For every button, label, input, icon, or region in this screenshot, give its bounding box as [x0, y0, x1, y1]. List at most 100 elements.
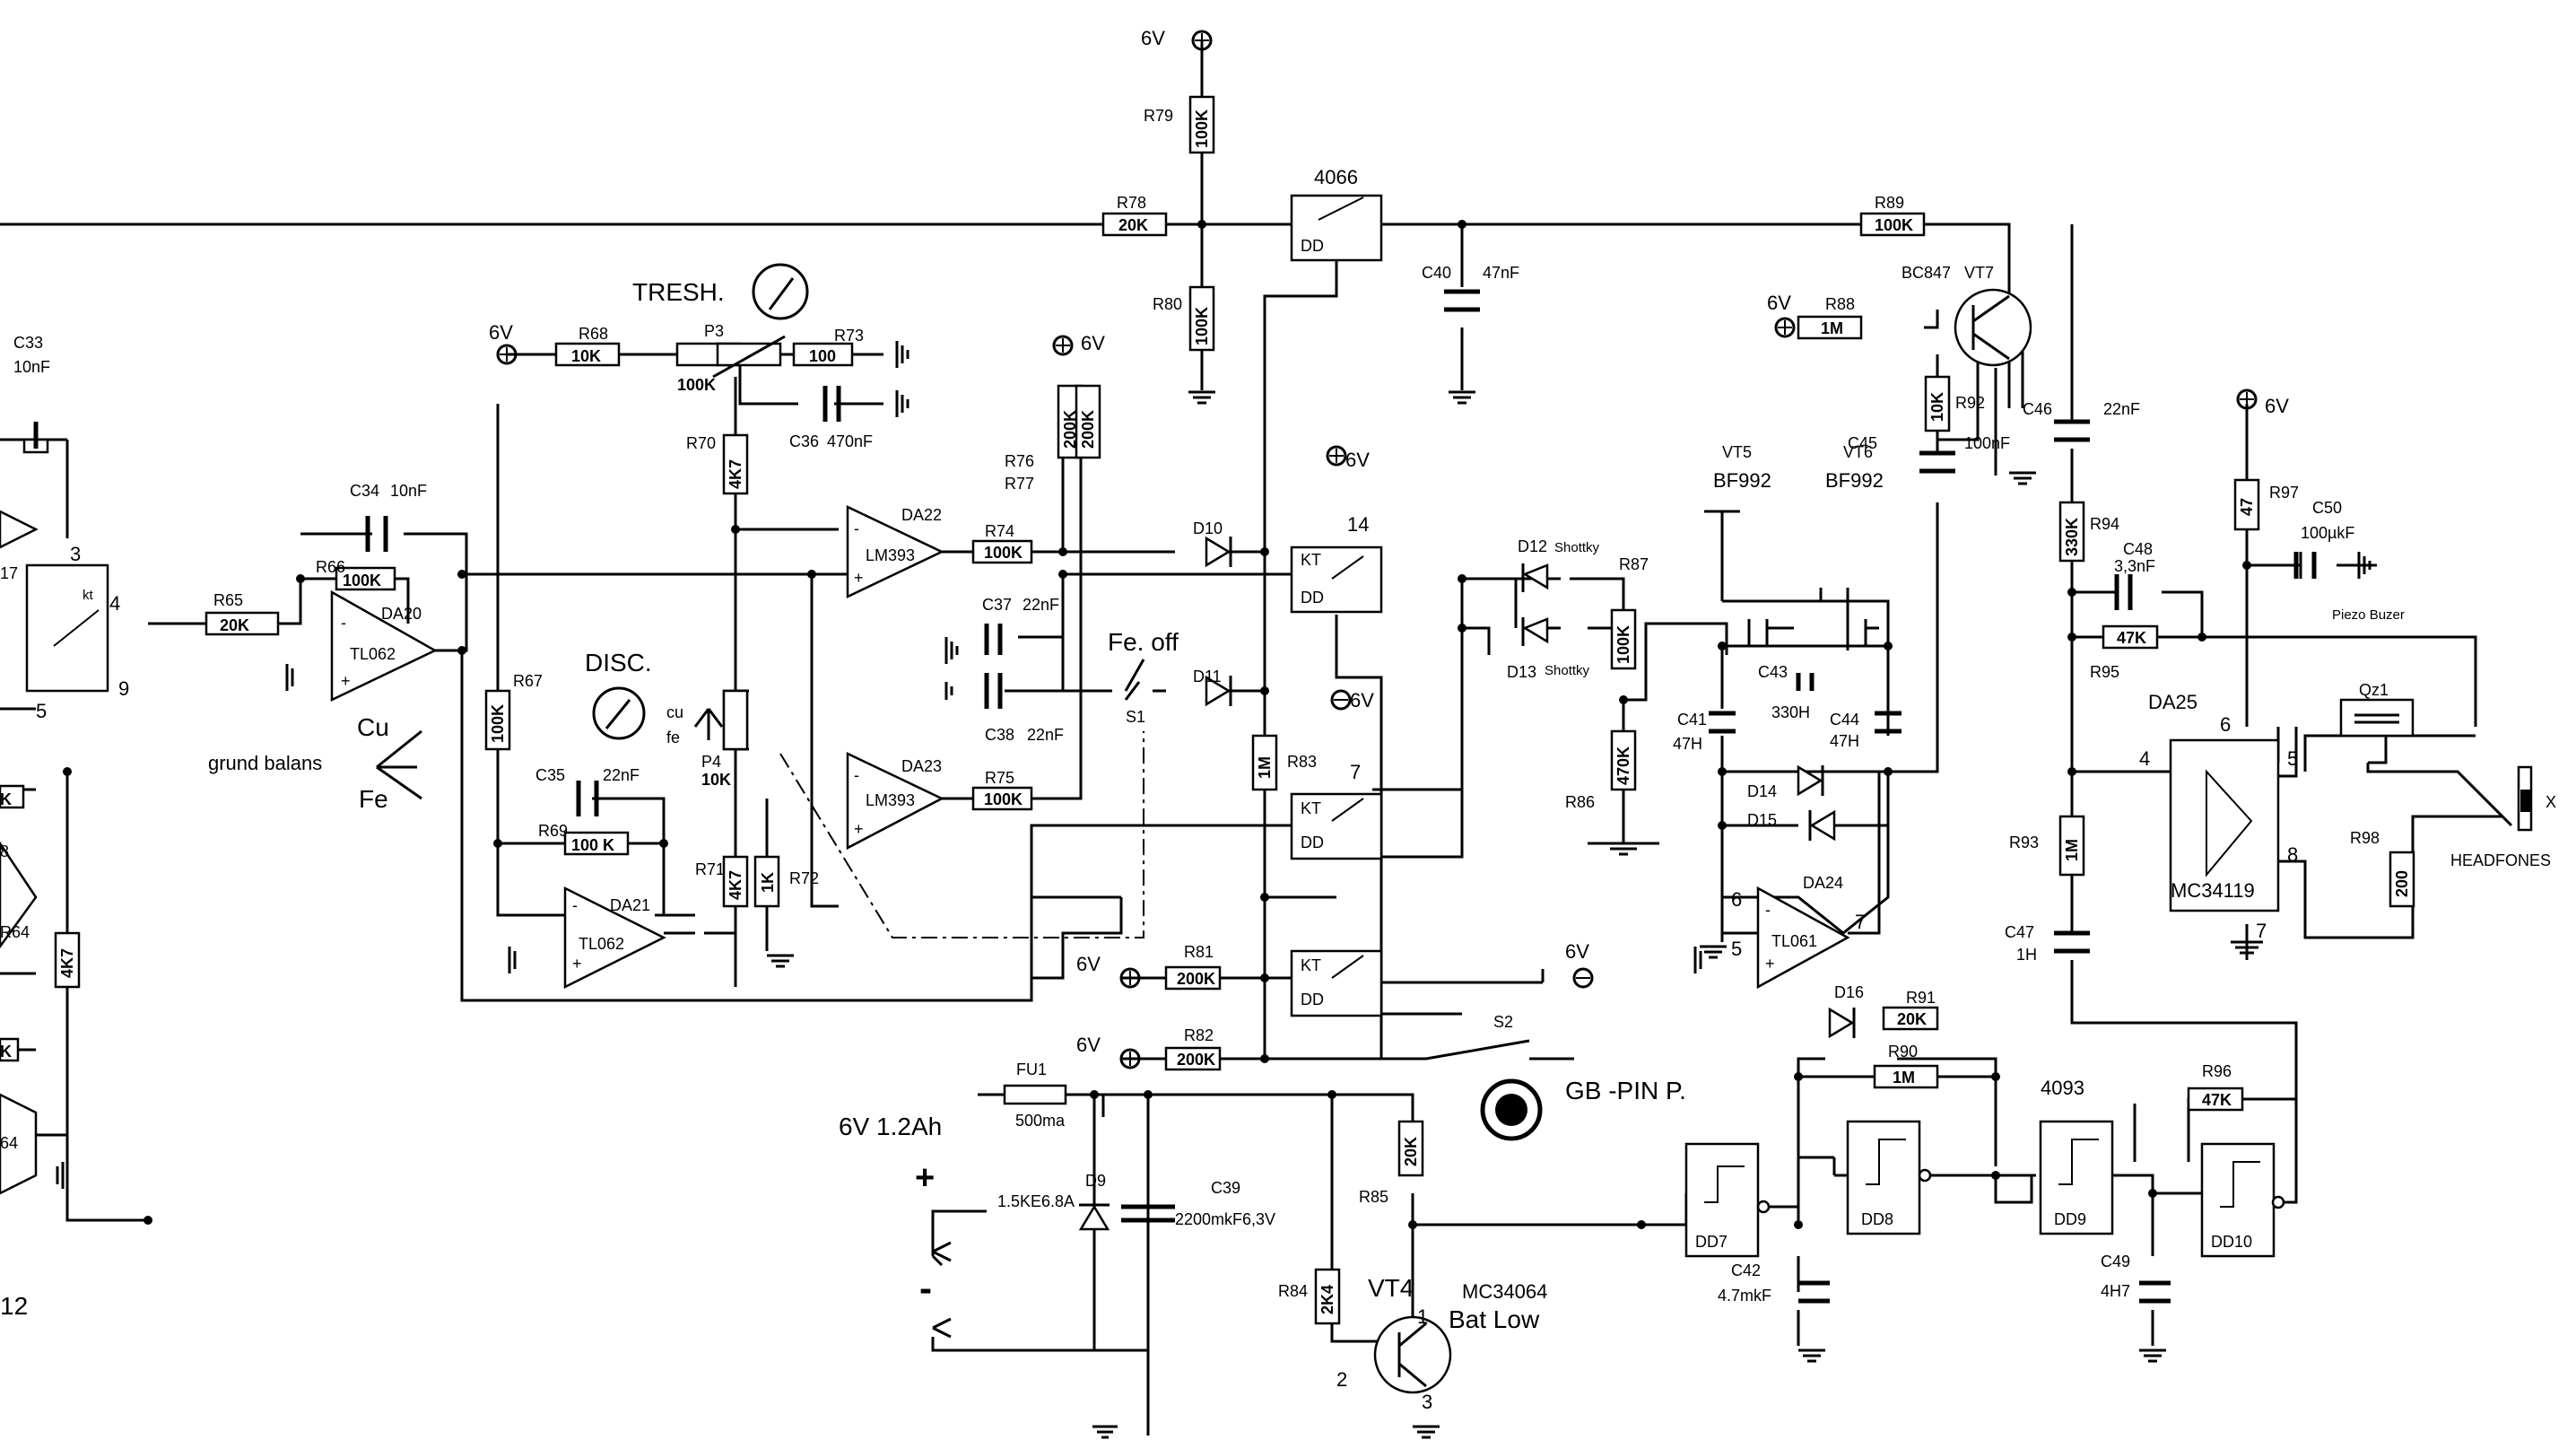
ic4066-label: 4066 — [1314, 166, 1358, 188]
r76-value: 200K — [1061, 410, 1079, 449]
r72-label: R72 — [789, 869, 819, 887]
d15-label: D15 — [1747, 811, 1777, 829]
r89-value: 100K — [1875, 216, 1913, 234]
r93-value: 1M — [2063, 839, 2081, 861]
c38-label: C38 — [985, 726, 1014, 744]
battery-label: 6V 1.2Ah — [839, 1113, 942, 1140]
c41-label: C41 — [1677, 711, 1707, 729]
r95-value: 47K — [2117, 629, 2146, 647]
c40-label: C40 — [1422, 264, 1451, 282]
pin-minus: - — [1765, 901, 1771, 919]
v6-label: 6V — [1141, 27, 1165, 49]
r81-label: R81 — [1184, 943, 1214, 961]
c38-value: 22nF — [1027, 726, 1064, 744]
cu-small: cu — [666, 703, 683, 721]
kt-label: KT — [1301, 799, 1321, 817]
pin-4b: 4 — [2139, 747, 2150, 770]
kt-label: KT — [1301, 551, 1321, 569]
pin-14: 14 — [1347, 513, 1369, 536]
v6-label: 6V — [489, 321, 513, 344]
p3-label: P3 — [704, 322, 724, 340]
r65-label: R65 — [213, 591, 243, 609]
r79-value: 100K — [1193, 109, 1211, 148]
dd-label: DD — [1301, 237, 1324, 255]
da25-label: DA25 — [2148, 691, 2197, 713]
opamp-left-fragment-2 — [0, 841, 38, 949]
c37-value: 22nF — [1023, 596, 1059, 614]
gate-dd7 — [1684, 1142, 1760, 1258]
vt6-label: VT6 — [1843, 443, 1873, 461]
v6-label: 6V — [1350, 689, 1374, 711]
c45-value: 100nF — [1964, 434, 2010, 452]
dd10-label: DD10 — [2211, 1233, 2252, 1251]
c44-label: C44 — [1830, 711, 1859, 729]
pin-5b: 5 — [1731, 938, 1742, 960]
c45-label: C45 — [1848, 434, 1877, 452]
kt-small-label: kt — [83, 588, 94, 603]
r66-value: 100K — [343, 572, 381, 589]
r77-value: 200K — [1079, 410, 1097, 449]
r65-value: 20K — [220, 616, 249, 634]
pin-plus: + — [341, 672, 351, 690]
c36-value: 470nF — [827, 432, 873, 450]
pots-knobs — [592, 263, 1144, 938]
pin-minus: - — [572, 896, 578, 914]
left-k2: K — [0, 1043, 12, 1061]
r78-value: 20K — [1118, 216, 1148, 234]
kt-label: KT — [1301, 956, 1321, 974]
dd8-label: DD8 — [1861, 1210, 1893, 1228]
left-r-value: 4K7 — [58, 948, 76, 978]
left-r64-label: R64 — [0, 923, 30, 941]
dd-label: DD — [1301, 589, 1324, 607]
r92-value: 10K — [1928, 392, 1946, 422]
pin-2: 2 — [1336, 1368, 1347, 1391]
opamp-da20 — [330, 589, 438, 702]
capacitor-plates — [33, 289, 2317, 1304]
r94-value: 330K — [2063, 518, 2081, 556]
r72-value: 1K — [759, 872, 777, 893]
r69-value: 100 K — [571, 836, 614, 854]
pin-6b: 6 — [2220, 713, 2231, 736]
r73-label: R73 — [834, 327, 864, 345]
r91-label: R91 — [1906, 989, 1936, 1007]
pin-6: 6 — [1731, 888, 1742, 911]
schmitt-gates — [1684, 1120, 2285, 1258]
d9-label: D9 — [1085, 1172, 1106, 1190]
r88-label: R88 — [1825, 295, 1855, 313]
vt4-label: VT4 — [1368, 1274, 1414, 1302]
p4-label: P4 — [701, 753, 721, 771]
r90-value: 1M — [1893, 1069, 1915, 1087]
d14-label: D14 — [1747, 782, 1777, 800]
c48-value: 3,3nF — [2114, 557, 2155, 575]
c49-label: C49 — [2101, 1253, 2130, 1270]
switch-4066 — [1290, 194, 1383, 262]
c35-value: 22nF — [603, 766, 640, 784]
c33-value: 10nF — [13, 358, 50, 376]
c46-value: 22nF — [2103, 400, 2140, 418]
r86-value: 470K — [1614, 746, 1632, 785]
r69-label: R69 — [538, 822, 568, 840]
bat-low-label: Bat Low — [1449, 1305, 1540, 1333]
r83-label: R83 — [1287, 753, 1317, 771]
r85-label: R85 — [1359, 1188, 1388, 1206]
r88-value: 1M — [1821, 319, 1843, 337]
r66-label: R66 — [316, 558, 345, 576]
pin-3b: 3 — [1422, 1391, 1432, 1413]
pin-plus: + — [572, 955, 582, 973]
opamp-da22 — [846, 505, 944, 598]
r68-value: 10K — [571, 347, 601, 365]
c33-label: C33 — [13, 334, 43, 352]
left-64: 64 — [0, 1134, 18, 1152]
pin-minus: - — [341, 614, 346, 632]
c41-value: 47H — [1673, 735, 1702, 753]
r92-label: R92 — [1955, 394, 1985, 412]
d13-shottky: Shottky — [1545, 663, 1590, 678]
left-k1: K — [0, 790, 12, 808]
switch-kt-bottom — [1290, 949, 1383, 1017]
r83-value: 1M — [1256, 756, 1274, 779]
d12-label: D12 — [1518, 537, 1547, 555]
pin-7b: 7 — [1855, 911, 1866, 933]
amp-mc34119 — [2169, 738, 2280, 912]
fe-label: Fe — [359, 785, 388, 813]
fe-small: fe — [666, 729, 680, 746]
